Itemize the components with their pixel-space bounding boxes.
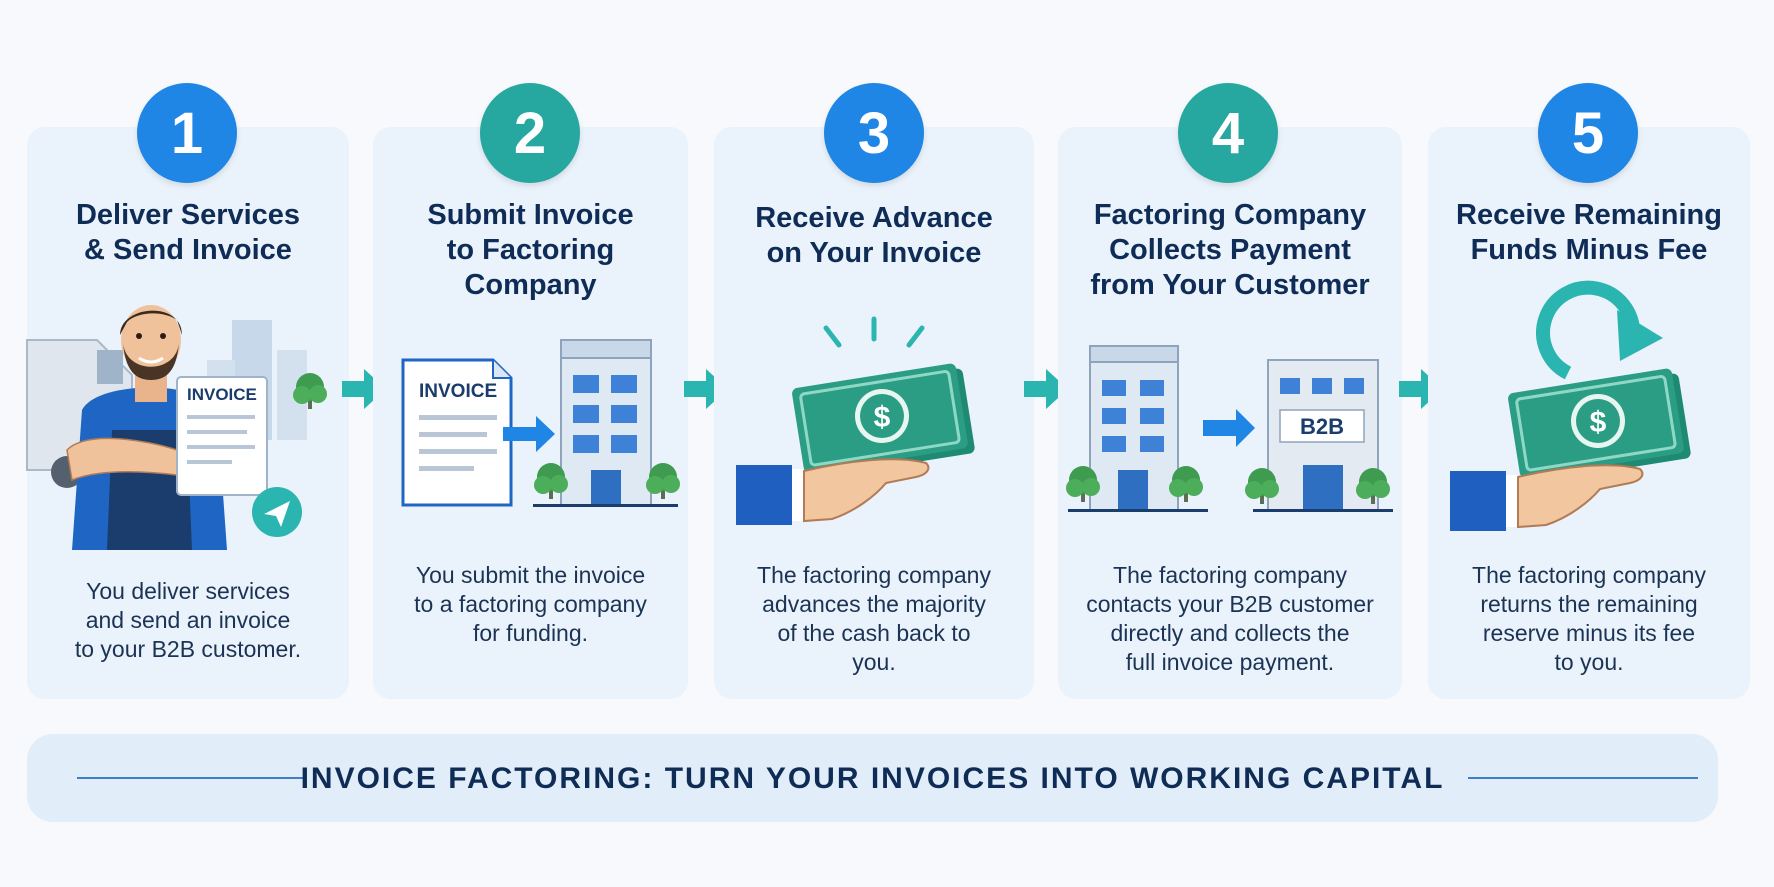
step-5-description: The factoring company returns the remain… bbox=[1472, 562, 1706, 675]
step-4-description: The factoring company contacts your B2B … bbox=[1086, 562, 1374, 675]
step-2-invoice-label: INVOICE bbox=[419, 381, 497, 402]
banner-right-rule bbox=[1468, 777, 1698, 779]
banner-text: INVOICE FACTORING: TURN YOUR INVOICES IN… bbox=[300, 762, 1445, 795]
invoice-document-icon: INVOICE bbox=[401, 358, 513, 507]
step-2-number-badge: 2 bbox=[480, 83, 580, 183]
step-2-title: Submit Invoice to Factoring Company bbox=[427, 199, 634, 301]
step-3-description: The factoring company advances the major… bbox=[757, 562, 991, 675]
person-with-invoice-illustration: INVOICE bbox=[26, 305, 327, 550]
step-5-title: Receive Remaining Funds Minus Fee bbox=[1456, 199, 1722, 266]
refund-cash-illustration: $ bbox=[1449, 280, 1693, 532]
step-5-currency-symbol: $ bbox=[1590, 406, 1607, 439]
step-4-number-badge: 4 bbox=[1178, 83, 1278, 183]
step-4-title: Factoring Company Collects Payment from … bbox=[1090, 199, 1370, 301]
footer-banner: INVOICE FACTORING: TURN YOUR INVOICES IN… bbox=[27, 734, 1718, 822]
step-1-description: You deliver services and send an invoice… bbox=[74, 578, 302, 662]
send-icon bbox=[252, 487, 302, 537]
step-2-description: You submit the invoice to a factoring co… bbox=[414, 562, 647, 646]
step-1-title: Deliver Services & Send Invoice bbox=[75, 199, 301, 266]
flow-arrow-3-to-4 bbox=[1024, 369, 1068, 409]
step-3-title: Receive Advance on Your Invoice bbox=[755, 202, 993, 269]
hand-holding-cash-icon: $ bbox=[735, 316, 977, 526]
factoring-company-building-icon bbox=[1089, 345, 1179, 511]
b2b-label: B2B bbox=[1300, 414, 1344, 439]
collect-payment-illustration: B2B bbox=[1066, 345, 1393, 512]
step-1-number-badge: 1 bbox=[137, 83, 237, 183]
refresh-arrow-icon bbox=[1536, 280, 1663, 380]
step-1-invoice-label: INVOICE bbox=[187, 385, 257, 404]
office-building-icon bbox=[560, 339, 652, 506]
banner-left-rule bbox=[77, 777, 307, 779]
submit-invoice-illustration: INVOICE bbox=[401, 339, 680, 507]
step-5-number-badge: 5 bbox=[1538, 83, 1638, 183]
step-3-currency-symbol: $ bbox=[874, 401, 891, 434]
step-3-number-badge: 3 bbox=[824, 83, 924, 183]
